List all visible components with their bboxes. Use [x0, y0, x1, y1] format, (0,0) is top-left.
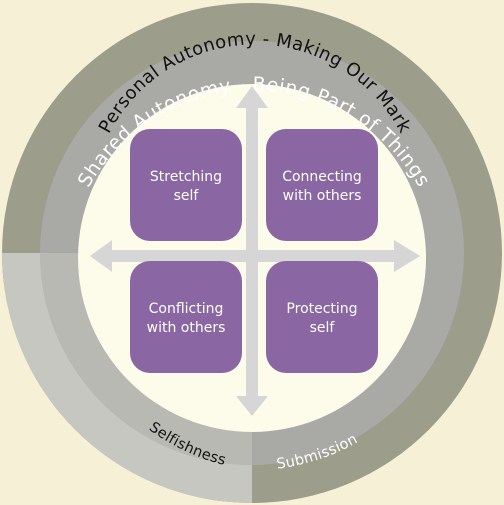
arrow-right-head [394, 240, 420, 272]
quadrant-top-left: Stretching self [130, 129, 242, 241]
horizontal-arrow-shaft [110, 250, 394, 262]
quadrant-top-right: Connecting with others [266, 129, 378, 241]
quadrant-line2: with others [147, 320, 226, 336]
quadrant-box [266, 261, 378, 373]
quadrant-bottom-left: Conflicting with others [130, 261, 242, 373]
arrow-up-head [236, 86, 268, 108]
quadrant-box [130, 261, 242, 373]
quadrant-line1: Conflicting [149, 301, 224, 317]
arrow-down-head [236, 396, 268, 416]
quadrant-line2: with others [283, 188, 362, 204]
quadrant-line1: Protecting [286, 301, 357, 317]
quadrant-line1: Stretching [150, 169, 222, 185]
quadrant-line1: Connecting [282, 169, 362, 185]
quadrant-box [266, 129, 378, 241]
quadrant-box [130, 129, 242, 241]
quadrant-bottom-right: Protecting self [266, 261, 378, 373]
quadrant-line2: self [174, 188, 200, 204]
quadrant-line2: self [310, 320, 336, 336]
arrow-left-head [90, 240, 112, 272]
axis-arrows [90, 86, 420, 416]
